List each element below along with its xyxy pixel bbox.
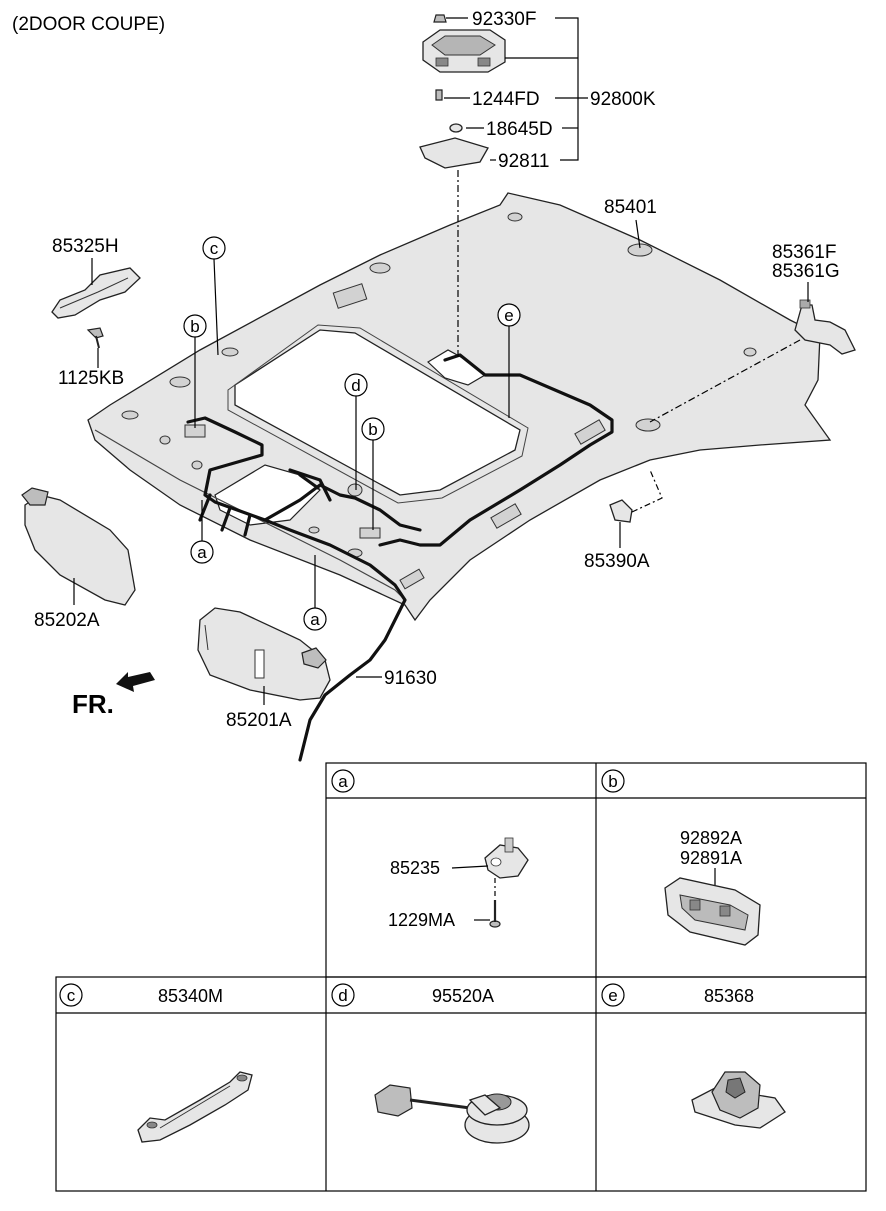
detail-box-e: e 85368 — [601, 983, 786, 1129]
svg-text:1229MA: 1229MA — [388, 910, 455, 930]
callout-91630: 91630 — [384, 668, 437, 689]
lamp-lens-18645D — [449, 123, 463, 133]
screw-1125KB — [86, 327, 104, 349]
svg-text:d: d — [338, 986, 347, 1005]
circle-label-c-top: c — [202, 236, 226, 356]
svg-text:95520A: 95520A — [432, 986, 494, 1006]
callout-18645D: 18645D — [486, 119, 553, 140]
svg-text:a: a — [197, 543, 207, 562]
detail-box-b: b 92892A 92891A — [601, 769, 761, 946]
callout-85390A: 85390A — [584, 551, 650, 572]
circle-label-a-right: a — [303, 555, 327, 631]
svg-text:85368: 85368 — [704, 986, 754, 1006]
svg-text:92891A: 92891A — [680, 848, 742, 868]
sunvisor-85201A — [197, 607, 331, 701]
sunvisor-85202A — [21, 487, 136, 606]
clip-85390A — [609, 499, 633, 523]
svg-text:85340M: 85340M — [158, 986, 223, 1006]
variant-label: (2DOOR COUPE) — [12, 14, 165, 35]
svg-text:e: e — [608, 986, 617, 1005]
svg-text:a: a — [310, 610, 320, 629]
front-direction-indicator: FR. — [72, 672, 155, 719]
svg-text:85235: 85235 — [390, 858, 440, 878]
map-lamp-92892A — [664, 877, 761, 946]
callout-85361G: 85361G — [772, 261, 840, 282]
roof-wiring-harness — [186, 353, 614, 762]
sunroof-opening — [234, 329, 521, 496]
detail-box-d: d 95520A — [331, 983, 530, 1144]
svg-text:c: c — [210, 239, 219, 258]
callout-85201A: 85201A — [226, 710, 292, 731]
assist-grip-85340M — [137, 1071, 253, 1143]
detail-box-c: c 85340M — [59, 983, 253, 1143]
sensor-95520A — [374, 1084, 530, 1144]
svg-text:c: c — [67, 986, 76, 1005]
callout-1244FD: 1244FD — [472, 89, 540, 110]
circle-label-b-left: b — [183, 314, 207, 428]
callout-92330F: 92330F — [472, 9, 536, 30]
bracket-85325H — [51, 267, 141, 319]
circle-label-b-right: b — [361, 417, 385, 530]
circle-label-e: e — [497, 303, 521, 418]
lamp-cover-92811 — [419, 137, 489, 169]
callout-85401: 85401 — [604, 197, 657, 218]
svg-text:d: d — [351, 376, 360, 395]
svg-text:b: b — [608, 772, 617, 791]
callout-85361F: 85361F — [772, 242, 836, 263]
svg-text:b: b — [190, 317, 199, 336]
lamp-screw-1244FD — [435, 89, 443, 101]
svg-text:FR.: FR. — [72, 689, 114, 719]
circle-label-d: d — [344, 373, 368, 490]
svg-text:a: a — [338, 772, 348, 791]
lamp-screw-92330F — [433, 14, 447, 23]
callout-1125KB: 1125KB — [58, 368, 124, 389]
svg-text:e: e — [504, 306, 513, 325]
front-arrow-icon — [116, 672, 155, 692]
retainer-85235 — [484, 837, 529, 879]
room-lamp-assembly — [419, 14, 506, 169]
callout-92800K: 92800K — [590, 89, 656, 110]
detail-box-a: a 85235 1229MA — [331, 769, 529, 930]
circle-label-a-left: a — [190, 500, 214, 564]
bracket-85361F — [794, 299, 856, 355]
screw-1229MA — [489, 900, 501, 928]
svg-text:b: b — [368, 420, 377, 439]
detail-grid — [55, 762, 867, 1192]
svg-text:92892A: 92892A — [680, 828, 742, 848]
callout-92811: 92811 — [498, 151, 549, 172]
roof-rail-trim — [94, 429, 406, 601]
callout-85325H: 85325H — [52, 236, 119, 257]
callout-85202A: 85202A — [34, 610, 100, 631]
connector-holder-85368 — [691, 1071, 786, 1129]
